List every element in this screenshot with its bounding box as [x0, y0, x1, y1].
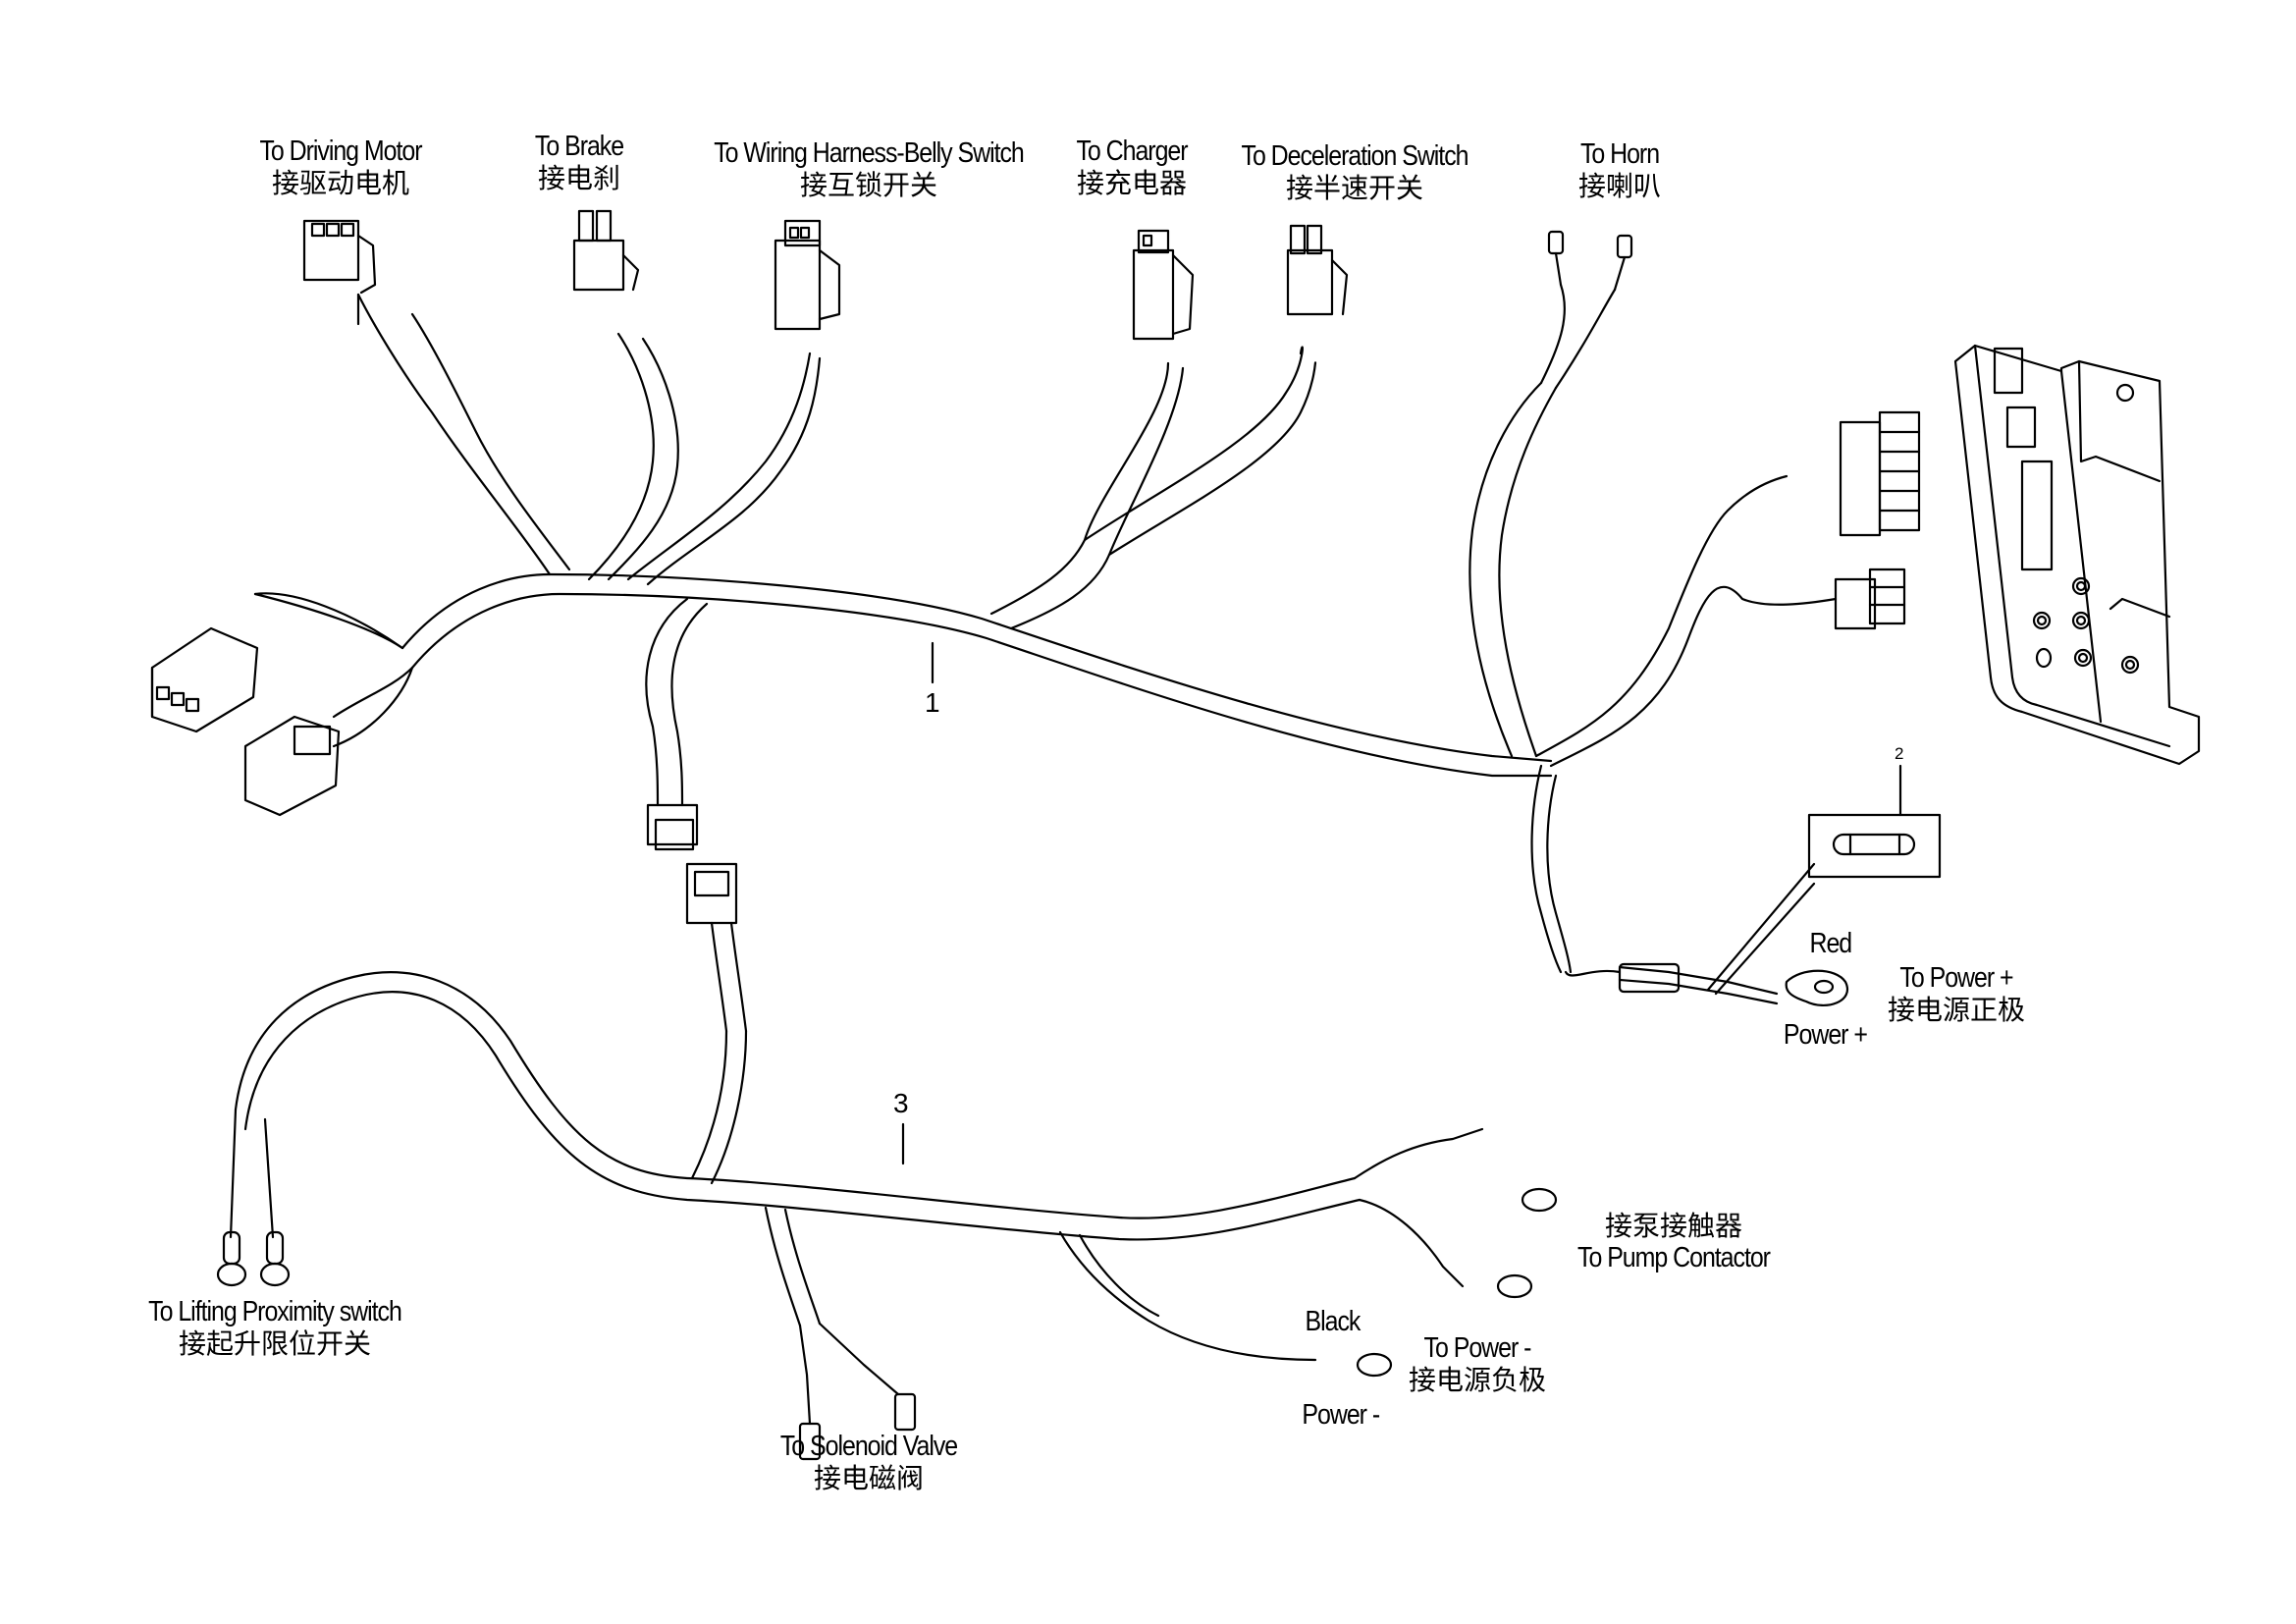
label-power-plus: To Power + 接电源正极 — [1887, 962, 2025, 1027]
label-brake: To Brake 接电刹 — [534, 131, 624, 195]
callout-1: 1 — [925, 687, 940, 718]
label-pump-contactor: 接泵接触器 To Pump Contactor — [1577, 1210, 1771, 1274]
fuse-callout-box — [1807, 764, 1942, 879]
label-charger: To Charger 接充电器 — [1076, 135, 1188, 200]
label-lifting-proximity: To Lifting Proximity switch 接起升限位开关 — [148, 1296, 402, 1361]
callout-2: 2 — [1895, 744, 1904, 763]
controller-connector-large — [1839, 410, 1921, 537]
connector-brake — [572, 209, 640, 292]
solenoid-terminals — [798, 1392, 917, 1461]
connector-belly-switch — [774, 219, 841, 331]
label-power-plus-terminal: Power + — [1783, 1019, 1868, 1051]
label-black-wire: Black — [1305, 1306, 1362, 1337]
controller-connector-small — [1834, 568, 1906, 630]
inline-connector-pair — [646, 803, 748, 1033]
label-power-minus: To Power - 接电源负极 — [1409, 1332, 1547, 1397]
label-power-minus-terminal: Power - — [1302, 1399, 1380, 1431]
callout-3: 3 — [893, 1088, 909, 1118]
controller-unit — [1953, 344, 2201, 766]
controller-pin-block — [1993, 347, 2054, 571]
label-solenoid-valve: To Solenoid Valve 接电磁阀 — [779, 1431, 958, 1495]
connector-charger — [1132, 229, 1195, 341]
label-driving-motor: To Driving Motor 接驱动电机 — [259, 135, 422, 200]
horn-terminals — [1547, 230, 1633, 292]
label-deceleration-switch: To Deceleration Switch 接半速开关 — [1241, 140, 1469, 205]
label-horn: To Horn 接喇叭 — [1577, 138, 1661, 203]
main-harness-cable — [253, 283, 1838, 977]
connector-left-lower — [243, 715, 341, 817]
ring-terminals — [216, 1187, 1558, 1378]
connector-left-upper — [150, 626, 259, 733]
lift-harness-cable — [229, 971, 1484, 1426]
label-red-wire: Red — [1809, 928, 1852, 959]
connector-deceleration-switch — [1286, 224, 1349, 316]
label-belly-switch: To Wiring Harness-Belly Switch 接互锁开关 — [714, 137, 1025, 202]
connector-driving-motor — [302, 219, 377, 326]
fuse-holder — [1618, 862, 1849, 1006]
